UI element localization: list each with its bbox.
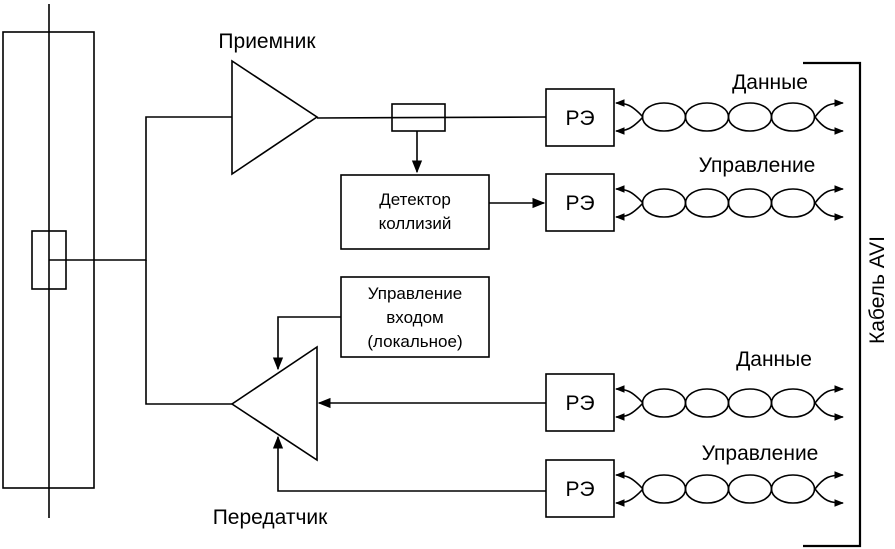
input-control: Управление входом (локальное) [340,276,490,358]
collision-detector-box [340,174,490,250]
twist-loop [770,474,816,504]
input-control-line2: входом [386,308,443,327]
collision-detector-line2: коллизий [379,214,452,233]
re-label: РЭ [565,107,594,130]
re-block-4: РЭ [545,459,615,518]
pair-end-arrow [615,402,644,421]
twist-loop [684,102,730,132]
pair-end-arrow [814,202,844,221]
re-block-1: РЭ [545,88,615,147]
cable-bracket [803,61,862,548]
twist-loop [770,388,816,418]
transmitter-label: Передатчик [213,506,328,529]
pair-end-arrow [615,202,644,221]
device-block [2,4,95,518]
re-label: РЭ [565,392,594,415]
pair-end-arrow [814,385,844,404]
cable-label: Кабель AVI [866,236,889,344]
transmitter-output-wire [145,260,232,405]
receiver-label: Приемник [218,30,316,53]
twist-loop [641,102,687,132]
twist-loop [770,188,816,218]
twist-loop [641,188,687,218]
pair-label-data-1: Данные [732,71,808,94]
twist-loop [727,474,773,504]
twisted-pair [615,99,844,135]
collision-detector-line1: Детектор [379,190,451,209]
pair-label-data-2: Данные [736,348,812,371]
pair-end-arrow [814,488,844,507]
receiver-amplifier [231,59,319,176]
input-control-box [340,276,490,358]
control-to-transmitter-arrow [272,316,341,371]
twisted-pairs [615,99,844,507]
transmitter-amplifier [230,345,318,462]
re-block-3: РЭ [545,373,615,432]
pair-end-arrow [615,488,644,507]
pair-label-control-2: Управление [702,442,819,465]
pair-end-arrow [814,116,844,135]
receiver-output-wire [316,116,547,119]
pair-end-arrow [814,185,844,204]
pair-end-arrow [814,99,844,118]
twisted-pair [615,185,844,221]
pair-end-arrow [615,116,644,135]
twist-loop [684,388,730,418]
input-control-line3: (локальное) [367,332,462,351]
pair-end-arrow [814,471,844,490]
pair-label-control-1: Управление [699,154,816,177]
twist-loop [641,474,687,504]
re-label: РЭ [565,478,594,501]
re-box [545,173,615,232]
re4-to-transmitter-arrow [272,435,546,492]
receiver: Приемник [218,30,319,176]
twist-loop [641,388,687,418]
pair-end-arrow [814,402,844,421]
pair-end-arrow [615,185,644,204]
transmitter: Передатчик [213,345,328,529]
receiver-input-wire [49,116,232,261]
twist-loop [727,102,773,132]
twist-loop [684,474,730,504]
pair-end-arrow [615,99,644,118]
signal-tap [391,103,446,132]
re-box [545,88,615,147]
twisted-pair [615,385,844,421]
twist-loop [770,102,816,132]
twist-loop [684,188,730,218]
re-box [545,373,615,432]
twist-loop [727,188,773,218]
collision-detector: Детектор коллизий [340,174,490,250]
pair-end-arrow [615,471,644,490]
re-label: РЭ [565,192,594,215]
re-box [545,459,615,518]
twist-loop [727,388,773,418]
twisted-pair [615,471,844,507]
pair-end-arrow [615,385,644,404]
input-control-line1: Управление [368,284,463,303]
re-block-2: РЭ [545,173,615,232]
